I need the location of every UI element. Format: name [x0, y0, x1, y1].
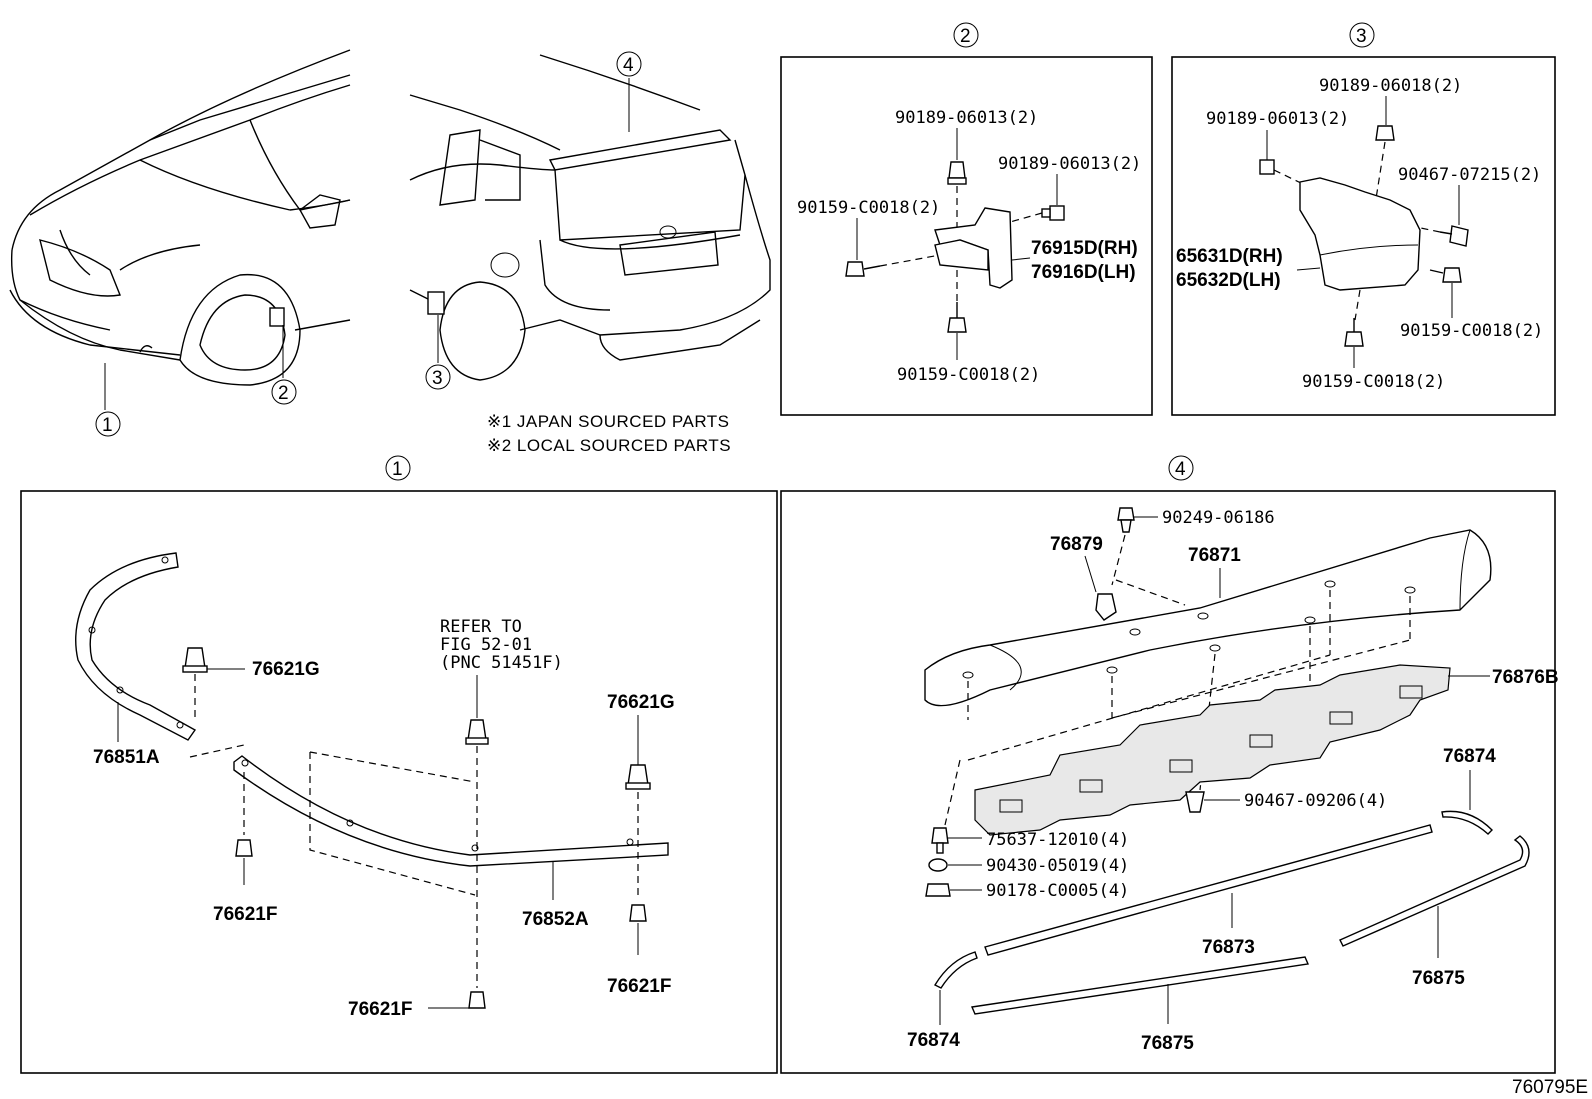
- box3-parts: 90189-06018(2) 90189-06013(2) 90467-0721…: [1176, 76, 1543, 392]
- box1-part-clip-b: 76621G: [607, 692, 675, 713]
- box4-part-washer: 90430-05019(4): [986, 856, 1129, 876]
- box3-part-top2: 90189-06013(2): [1206, 109, 1349, 129]
- callout-2-marker: [271, 379, 297, 405]
- box3-callout-marker: [1349, 22, 1375, 48]
- callout-1: 1: [102, 415, 113, 436]
- box4-part-strip-b: 76875: [1141, 1033, 1194, 1054]
- box1-refer-line3: (PNC 51451F): [440, 653, 563, 673]
- box2-part-top1: 90189-06013(2): [895, 108, 1038, 128]
- box4-part-clip: 90249-06186: [1162, 508, 1275, 528]
- box4-part-seal-bl: 76874: [907, 1030, 960, 1051]
- box4-callout-marker: [1168, 455, 1194, 481]
- front-vehicle-view: 1 2: [9, 49, 351, 437]
- box2-callout-marker: [953, 22, 979, 48]
- box4-part-strip-r: 76875: [1412, 968, 1465, 989]
- box3-part-right: 90467-07215(2): [1398, 165, 1541, 185]
- rear-vehicle-view: 4 3: [409, 51, 771, 390]
- box3-part-top1: 90189-06018(2): [1319, 76, 1462, 96]
- box2-part-bottom: 90159-C0018(2): [897, 365, 1040, 385]
- callout-4-top: 4: [623, 55, 634, 76]
- box1-frame: [20, 490, 778, 1074]
- box2-part-top2: 90189-06013(2): [998, 154, 1141, 174]
- note-japan-sourced: ※1 JAPAN SOURCED PARTS: [487, 412, 730, 431]
- box4-part-stud: 75637-12010(4): [986, 830, 1129, 850]
- box4-part-strip-mid: 76873: [1202, 937, 1255, 958]
- callout-2: 2: [278, 383, 289, 404]
- box1-callout-marker: [385, 455, 411, 481]
- box3-callout: 3: [1356, 26, 1367, 47]
- box4-frame: [780, 490, 1556, 1074]
- box1-parts: 76851A 76621G 76852A 76621F REFER TO FIG…: [75, 552, 675, 1020]
- box4-parts: 90249-06186 76879 76871: [907, 507, 1559, 1054]
- box1-part-screw-b: 76621F: [607, 976, 671, 997]
- box4-callout: 4: [1175, 459, 1186, 480]
- box1-part-screw-c: 76621F: [348, 999, 412, 1020]
- callout-3-marker: [425, 364, 451, 390]
- box1-part-mold-left: 76851A: [93, 747, 160, 768]
- box3-frame: [1171, 56, 1556, 416]
- box2-part-left: 90159-C0018(2): [797, 198, 940, 218]
- box1-part-screw-a: 76621F: [213, 904, 277, 925]
- callout-1-marker: [95, 411, 121, 437]
- box2-part-lh: 76916D(LH): [1031, 262, 1136, 283]
- box1-refer-line2: FIG 52-01: [440, 635, 532, 655]
- box2-callout: 2: [960, 26, 971, 47]
- box3-part-rh: 65631D(RH): [1176, 246, 1283, 267]
- note-local-sourced: ※2 LOCAL SOURCED PARTS: [487, 436, 731, 455]
- box2-parts: 90189-06013(2) 90189-06013(2) 90159-C001…: [797, 108, 1141, 385]
- box1-callout: 1: [392, 459, 403, 480]
- box4-part-rivet: 90467-09206(4): [1244, 791, 1387, 811]
- box1-refer-line1: REFER TO: [440, 617, 522, 637]
- box1-part-mold-center: 76852A: [522, 909, 589, 930]
- box4-part-spoiler: 76871: [1188, 545, 1241, 566]
- box3-part-rb: 90159-C0018(2): [1400, 321, 1543, 341]
- box2-frame: [780, 56, 1153, 416]
- callout-4-marker: [616, 51, 642, 77]
- box4-part-bracket: 76879: [1050, 534, 1103, 555]
- box4-part-seal-tr: 76874: [1443, 746, 1496, 767]
- figure-id: 760795E: [1512, 1077, 1588, 1098]
- box4-part-base: 76876B: [1492, 667, 1559, 688]
- box1-part-clip-a: 76621G: [252, 659, 320, 680]
- box3-part-lh: 65632D(LH): [1176, 270, 1281, 291]
- callout-3-top: 3: [432, 368, 443, 389]
- box2-part-rh: 76915D(RH): [1031, 238, 1138, 259]
- box3-part-bottom: 90159-C0018(2): [1302, 372, 1445, 392]
- box4-part-nut: 90178-C0005(4): [986, 881, 1129, 901]
